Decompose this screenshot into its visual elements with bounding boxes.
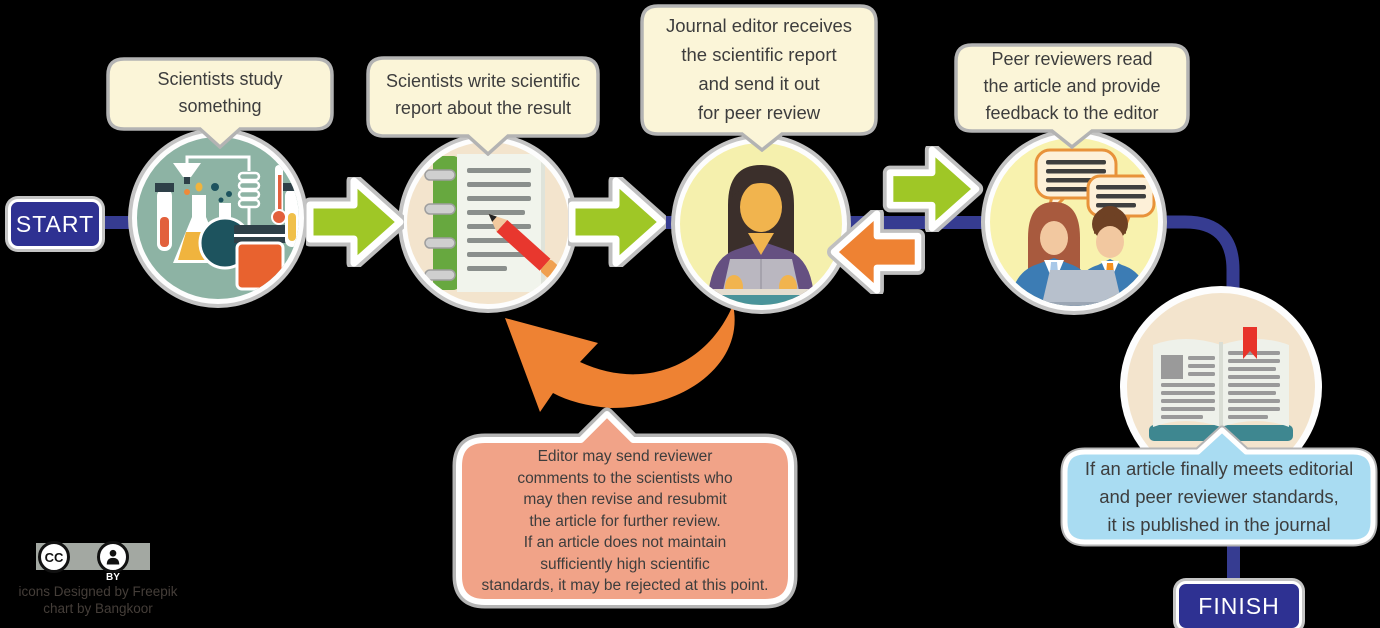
arrow-editor-to-reviewers	[882, 146, 984, 232]
arrow-reviewers-to-editor	[827, 210, 925, 294]
reviewers-to-book-connector	[1140, 215, 1240, 325]
note-revision-line: If an article does not maintain	[523, 534, 727, 551]
bubble-editor-line: Journal editor receives	[665, 15, 853, 36]
editor-reading-icon	[680, 165, 842, 305]
bubble-study-line: something	[178, 96, 262, 116]
step-circle-editor	[675, 138, 847, 310]
bubble-study: Scientists study something	[106, 57, 334, 149]
credit-line-2: chart by Bangkoor	[43, 601, 153, 616]
attribution-person-icon	[97, 541, 129, 573]
note-publication: If an article finally meets editorial an…	[1059, 424, 1379, 548]
start-node: START	[8, 199, 102, 249]
bubble-study-line: Scientists study	[157, 69, 283, 89]
step-circle-write	[402, 137, 574, 309]
bubble-review: Peer reviewers read the article and prov…	[954, 43, 1190, 149]
bubble-editor-line: and send it out	[698, 73, 820, 94]
bubble-write: Scientists write scientific report about…	[366, 56, 600, 156]
step-circle-review	[985, 133, 1163, 311]
start-label: START	[15, 210, 95, 237]
by-label: BY	[106, 572, 120, 583]
finish-node: FINISH	[1176, 581, 1302, 628]
arrow-study-to-write	[306, 177, 404, 267]
bubble-editor-line: for peer review	[697, 102, 821, 123]
note-publication-line: it is published in the journal	[1107, 514, 1331, 535]
note-revision: Editor may send reviewer comments to the…	[451, 406, 799, 610]
note-publication-line: and peer reviewer standards,	[1099, 486, 1339, 507]
bubble-write-line: Scientists write scientific	[385, 71, 581, 91]
note-revision-line: the article for further review.	[529, 512, 721, 530]
bubble-editor-line: the scientific report	[681, 44, 837, 65]
publish-to-finish-connector	[1227, 536, 1240, 588]
peer-reviewers-icon	[1010, 148, 1156, 306]
revision-loop-arrow	[505, 305, 735, 412]
note-revision-line: may then revise and resubmit	[523, 491, 727, 508]
finish-label: FINISH	[1198, 592, 1280, 619]
cc-license-icon: CC	[38, 541, 70, 573]
step-circle-study	[132, 132, 304, 304]
credit-line-1: icons Designed by Freepik	[18, 584, 178, 599]
arrow-write-to-editor	[568, 177, 666, 267]
note-revision-line: Editor may send reviewer	[537, 448, 713, 465]
notebook-pencil-icon	[424, 154, 559, 292]
note-revision-line: comments to the scientists who	[517, 469, 733, 487]
note-revision-line: sufficiently high scientific	[540, 555, 710, 573]
bubble-review-line: feedback to the editor	[985, 103, 1159, 123]
bubble-review-line: the article and provide	[983, 76, 1161, 96]
bubble-review-line: Peer reviewers read	[991, 49, 1153, 69]
note-revision-line: standards, it may be rejected at this po…	[481, 577, 769, 594]
bubble-editor: Journal editor receives the scientific r…	[640, 4, 878, 152]
note-publication-line: If an article finally meets editorial	[1084, 458, 1354, 479]
science-equipment-icon	[155, 155, 299, 291]
bubble-write-line: report about the result	[394, 98, 572, 118]
